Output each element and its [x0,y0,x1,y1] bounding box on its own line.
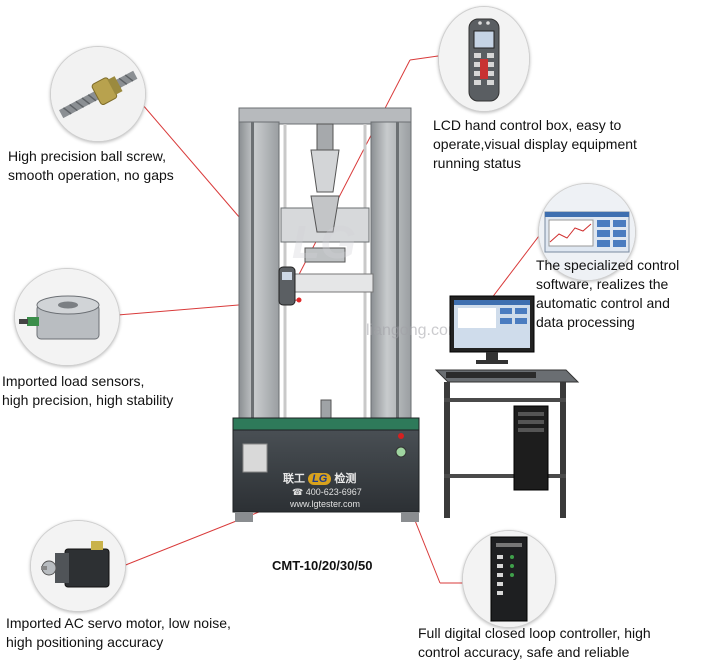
controller-line2: control accuracy, safe and reliable [418,644,630,660]
software-line4: data processing [536,314,635,330]
load-sensor-line2: high precision, high stability [2,392,174,408]
brand-logo: LG [308,473,332,485]
leader-line-software [487,227,546,304]
brand-cn: 联工 [283,473,305,485]
hand-control-line1: LCD hand control box, easy to [433,117,622,133]
servo-motor-text: Imported AC servo motor, low noise, high… [6,614,231,652]
ball-screw-text: High precision ball screw, smooth operat… [8,147,174,185]
hanging-hand-controller-icon [278,266,296,306]
left-column [238,121,280,429]
hand-control-photo [438,6,530,112]
software-screen-icon [539,184,635,280]
hand-control-text: LCD hand control box, easy to operate,vi… [433,116,637,173]
brand-line: 联工 LG 检测 [283,470,356,486]
keyboard-icon [446,372,536,378]
brand-website: www.lgtester.com [290,499,361,509]
servo-motor-line1: Imported AC servo motor, low noise, [6,615,231,631]
software-line1: The specialized control [536,257,680,273]
hand-control-line3: running status [433,155,521,171]
software-line2: software, realizes the [536,276,669,292]
controller-text: Full digital closed loop controller, hig… [418,624,651,662]
brand-phone: ☎ 400-623-6967 [292,487,362,497]
leader-line-ball-screw [129,89,253,233]
ball-screw-line1: High precision ball screw, [8,148,166,164]
software-line3: automatic control and [536,295,670,311]
model-label: CMT-10/20/30/50 [272,558,373,573]
ball-screw-line2: smooth operation, no gaps [8,167,174,183]
testing-machine [232,107,420,522]
servo-motor-line2: high positioning accuracy [6,634,164,650]
load-sensor-line1: Imported load sensors, [2,373,145,389]
software-text: The specialized control software, realiz… [536,256,679,332]
ball-screw-icon [51,47,145,141]
servo-motor-icon [31,521,125,611]
brand-cn2: 检测 [334,473,357,485]
pc-tower-icon [513,405,549,491]
servo-motor-photo [30,520,126,612]
controller-photo [462,530,556,628]
controller-line1: Full digital closed loop controller, hig… [418,625,651,641]
watermark-text: liangong.com [366,322,462,339]
load-sensor-icon [15,269,119,365]
hand-control-line2: operate,visual display equipment [433,136,637,152]
computer-desk [434,295,580,518]
load-sensor-text: Imported load sensors, high precision, h… [2,372,173,410]
right-column [370,121,412,429]
watermark-logo: LG [292,216,356,268]
software-photo [538,183,636,281]
load-sensor-photo [14,268,120,366]
ball-screw-photo [50,46,146,142]
controller-board-icon [463,531,555,627]
hand-control-box-icon [439,7,529,111]
